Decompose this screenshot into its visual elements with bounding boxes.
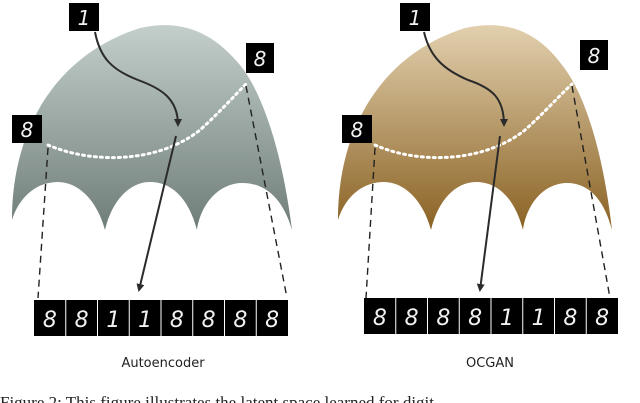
ocgan-strip-digit: 8 [373,306,387,331]
ocgan-left-projection-line [365,147,376,299]
autoencoder-decoding-arrow [136,135,177,292]
ocgan-strip-digit: 8 [468,306,482,331]
ocgan-right-digit-tile: 8 [580,40,608,70]
autoencoder-encoding-path [94,31,182,127]
autoencoder-left-projection-line [37,147,49,299]
autoencoder-strip-digit: 8 [170,308,184,333]
ocgan-strip-digit: 1 [500,306,514,331]
autoencoder-strip-digit: 8 [265,308,279,333]
ocgan-strip-digit: 8 [595,306,609,331]
ocgan-strip-digit: 8 [563,306,577,331]
ocgan-strip-digit: 8 [436,306,450,331]
autoencoder-input-digit: 1 [78,6,91,30]
ocgan-latent-surface [338,25,612,230]
autoencoder-latent-curve [46,82,248,160]
autoencoder-input-digit-tile: 1 [69,3,99,31]
ocgan-decoding-arrow [476,135,501,292]
autoencoder-strip-digit: 8 [233,308,247,333]
autoencoder-latent-surface [12,25,292,230]
autoencoder-left-digit: 8 [21,118,34,142]
ocgan-left-digit-tile: 8 [342,115,372,143]
ocgan-input-digit-tile: 1 [400,3,430,31]
autoencoder-right-digit-tile: 8 [246,43,274,73]
ocgan-input-digit: 1 [409,6,422,30]
ocgan-right-digit: 8 [588,44,601,68]
ocgan-encoding-path [423,31,508,127]
ocgan-left-digit: 8 [351,118,364,142]
ocgan-strip-digit: 8 [405,306,419,331]
autoencoder-strip-digit: 8 [43,308,57,333]
autoencoder-strip-digit: 1 [138,308,152,333]
ocgan-label: OCGAN [466,356,514,371]
figure-caption: Figure 2: This figure illustrates the la… [0,393,434,403]
autoencoder-left-digit-tile: 8 [12,115,42,143]
autoencoder-strip-digit: 8 [202,308,216,333]
ocgan-strip-digit: 1 [532,306,546,331]
autoencoder-strip-digit: 8 [75,308,89,333]
autoencoder-label: Autoencoder [121,356,205,371]
autoencoder-strip-digit: 1 [106,308,120,333]
ocgan-latent-curve [373,82,574,160]
autoencoder-right-digit: 8 [254,47,267,71]
